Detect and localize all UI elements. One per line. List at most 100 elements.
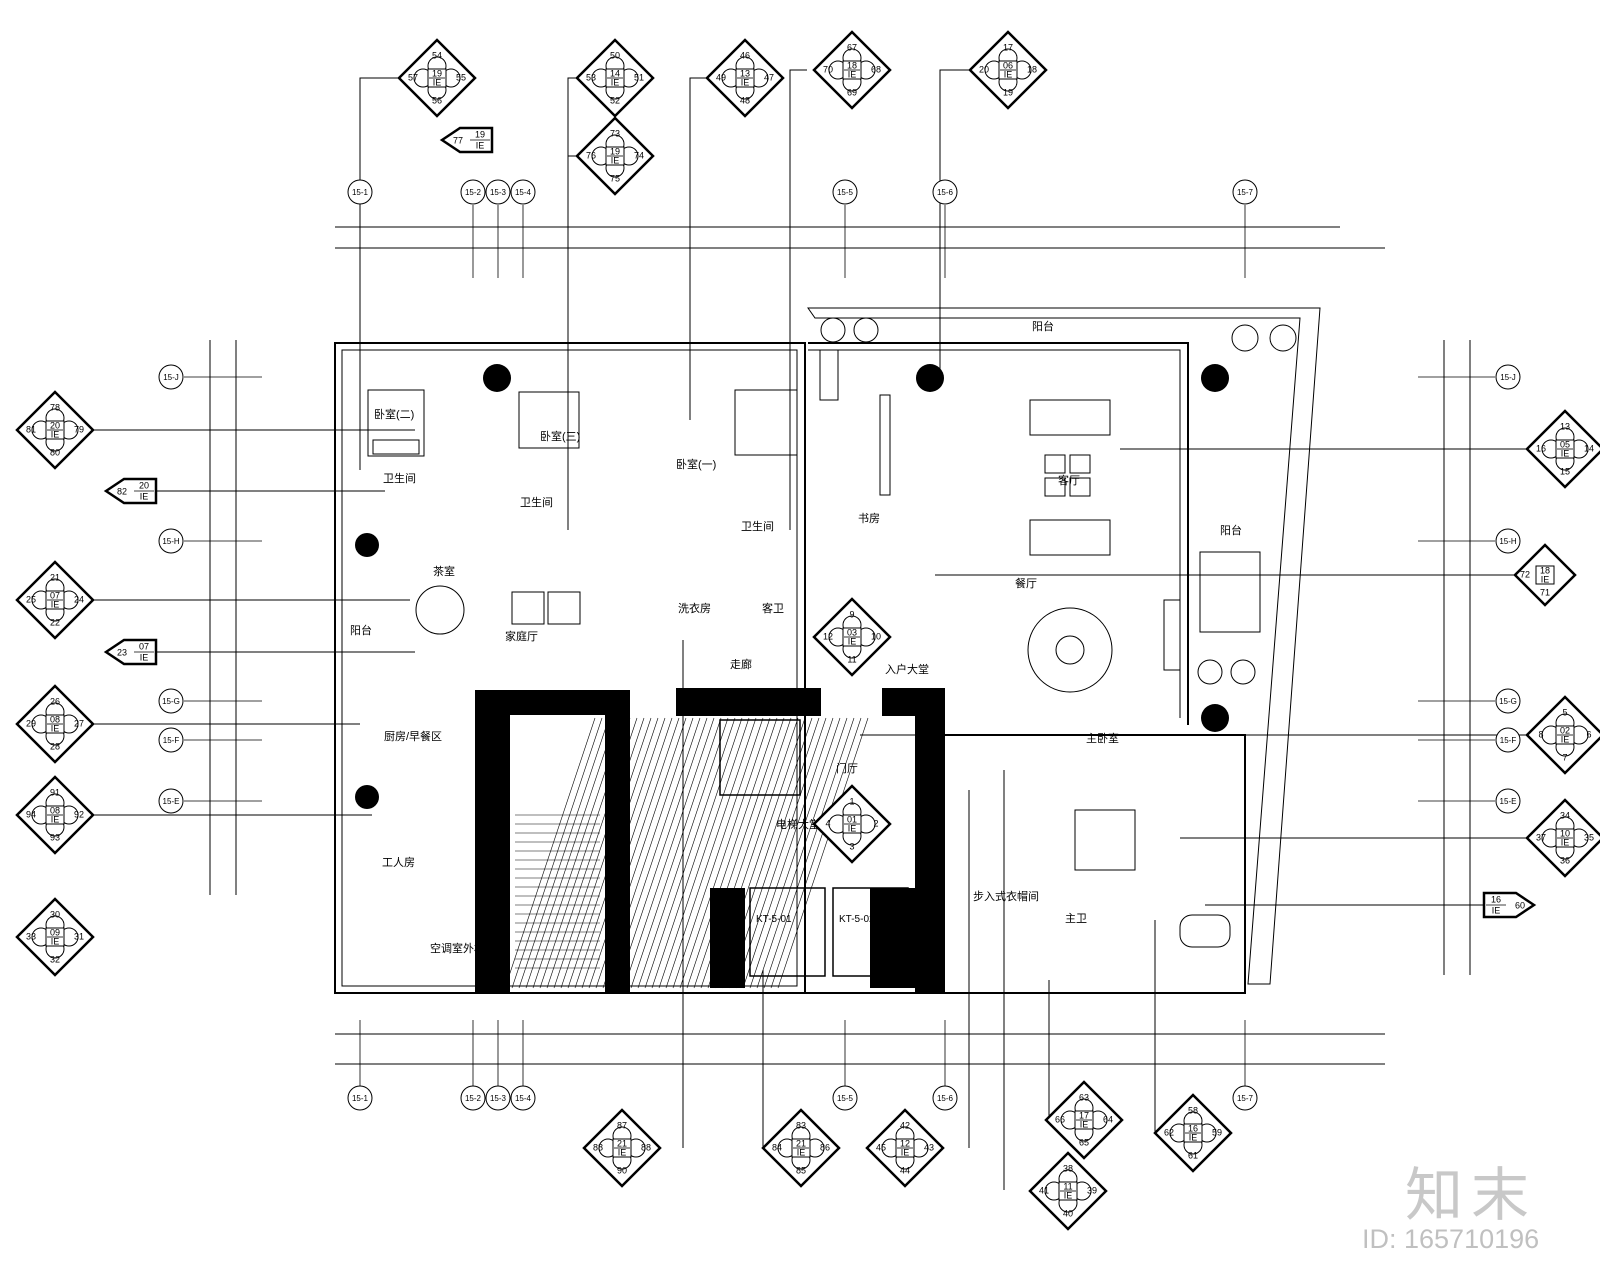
symbol-sheet: IE xyxy=(848,823,857,833)
grid-bubble-top-label: 15-2 xyxy=(465,188,482,197)
symbol-left: 62 xyxy=(1164,1127,1174,1137)
symbol-top: 38 xyxy=(1063,1163,1073,1173)
grid-bubble-right: 15-E xyxy=(1495,788,1521,814)
symbol-top: 26 xyxy=(50,696,60,706)
grid-bubble-bottom: 15-1 xyxy=(347,1085,373,1111)
symbol-number: 17 xyxy=(1079,1110,1089,1120)
grid-bubble-top: 15-7 xyxy=(1232,179,1258,205)
symbol-number: 18 xyxy=(847,60,857,70)
furniture xyxy=(367,349,1261,948)
symbol-left: 41 xyxy=(1039,1185,1049,1195)
grid-bubble-top-label: 15-3 xyxy=(490,188,507,197)
stair-hatch xyxy=(504,717,869,989)
symbol-bottom: 85 xyxy=(796,1165,806,1175)
symbol-top: 91 xyxy=(50,787,60,797)
symbol-top: 63 xyxy=(1079,1092,1089,1102)
room-bedroom3: 卧室(三) xyxy=(540,429,580,443)
symbol-top: 21 xyxy=(50,572,60,582)
grid-bubble-bottom: 15-2 xyxy=(460,1085,486,1111)
symbol-left: 33 xyxy=(26,931,36,941)
grid-bubble-right-label: 15-G xyxy=(1499,697,1517,706)
tag-number: 16 xyxy=(1491,894,1501,904)
symbol-right: 86 xyxy=(820,1142,830,1152)
room-walkin: 步入式衣帽间 xyxy=(973,889,1039,903)
grid-bubble-right: 15-J xyxy=(1495,364,1521,390)
tag-number: 18 xyxy=(1540,565,1550,575)
symbol-sheet: IE xyxy=(51,599,60,609)
symbol-bottom: 11 xyxy=(847,654,856,664)
symbol-right: 39 xyxy=(1087,1185,1097,1195)
symbol-bottom: 32 xyxy=(50,954,60,964)
symbol-sheet: IE xyxy=(1189,1132,1198,1142)
grid-bubbles-right: 15-J15-H15-G15-F15-E xyxy=(1495,364,1521,814)
symbol-bottom: 7 xyxy=(1562,752,1567,762)
symbol-top: 1 xyxy=(849,796,854,806)
symbol-sheet: IE xyxy=(901,1147,910,1157)
grid-bubble-bottom-label: 15-1 xyxy=(352,1094,369,1103)
grid-bubble-bottom: 15-6 xyxy=(932,1085,958,1111)
symbol-bottom: 48 xyxy=(740,95,750,105)
symbol-left: 4 xyxy=(825,818,830,828)
symbol-number: 13 xyxy=(740,68,750,78)
symbol-number: 02 xyxy=(1560,725,1570,735)
symbol-sheet: IE xyxy=(611,155,620,165)
grid-bubble-left-label: 15-E xyxy=(163,797,180,806)
symbol-bottom: 36 xyxy=(1560,855,1570,865)
room-bedroom1: 卧室(一) xyxy=(676,457,716,471)
symbol-number: 19 xyxy=(432,68,442,78)
grid-bubble-bottom-label: 15-6 xyxy=(937,1094,954,1103)
grid-bubble-right: 15-F xyxy=(1495,727,1521,753)
symbol-left: 76 xyxy=(586,150,596,160)
symbol-sheet: IE xyxy=(611,77,620,87)
symbol-number: 01 xyxy=(847,814,857,824)
tag-ref: 23 xyxy=(117,647,127,657)
symbol-left: 88 xyxy=(593,1142,603,1152)
tag-number: 07 xyxy=(139,641,149,651)
symbol-top: 83 xyxy=(796,1120,806,1130)
grid-bubble-bottom: 15-3 xyxy=(485,1085,511,1111)
room-kitchen: 厨房/早餐区 xyxy=(384,729,442,743)
grid-bubble-bottom-label: 15-5 xyxy=(837,1094,854,1103)
grid-bubble-left: 15-H xyxy=(158,528,184,554)
symbol-top: 9 xyxy=(849,609,854,619)
room-powder: 客卫 xyxy=(762,601,784,615)
grid-bubble-top: 15-5 xyxy=(832,179,858,205)
symbol-right: 92 xyxy=(74,809,84,819)
room-study: 书房 xyxy=(858,512,880,525)
symbol-sheet: IE xyxy=(51,723,60,733)
symbol-left: 8 xyxy=(1538,729,1543,739)
grid-bubble-top: 15-2 xyxy=(460,179,486,205)
grid-bubble-left-label: 15-J xyxy=(163,373,179,382)
symbol-right: 2 xyxy=(873,818,878,828)
symbol-bottom: 40 xyxy=(1063,1208,1073,1218)
symbol-top: 42 xyxy=(900,1120,910,1130)
lift-label-2: KT-5-02 xyxy=(839,914,875,925)
room-corridor: 走廊 xyxy=(730,657,752,671)
grid-bubble-top-label: 15-6 xyxy=(937,188,954,197)
grid-bubble-top: 15-3 xyxy=(485,179,511,205)
room-balcony-left: 阳台 xyxy=(350,623,372,637)
symbol-left: 81 xyxy=(26,424,36,434)
grid-bubble-right-label: 15-F xyxy=(1500,736,1517,745)
symbol-sheet: IE xyxy=(51,814,60,824)
symbol-right: 6 xyxy=(1586,729,1591,739)
symbol-bottom: 15 xyxy=(1560,466,1570,476)
grid-bubble-bottom-label: 15-2 xyxy=(465,1094,482,1103)
tag-sheet: IE xyxy=(140,652,149,662)
symbol-number: 21 xyxy=(796,1138,806,1148)
symbol-left: 12 xyxy=(823,631,833,641)
room-master: 主卧室 xyxy=(1086,731,1119,745)
symbol-top: 58 xyxy=(1188,1105,1198,1115)
symbol-number: 08 xyxy=(50,805,60,815)
symbol-top: 5 xyxy=(1562,707,1567,717)
